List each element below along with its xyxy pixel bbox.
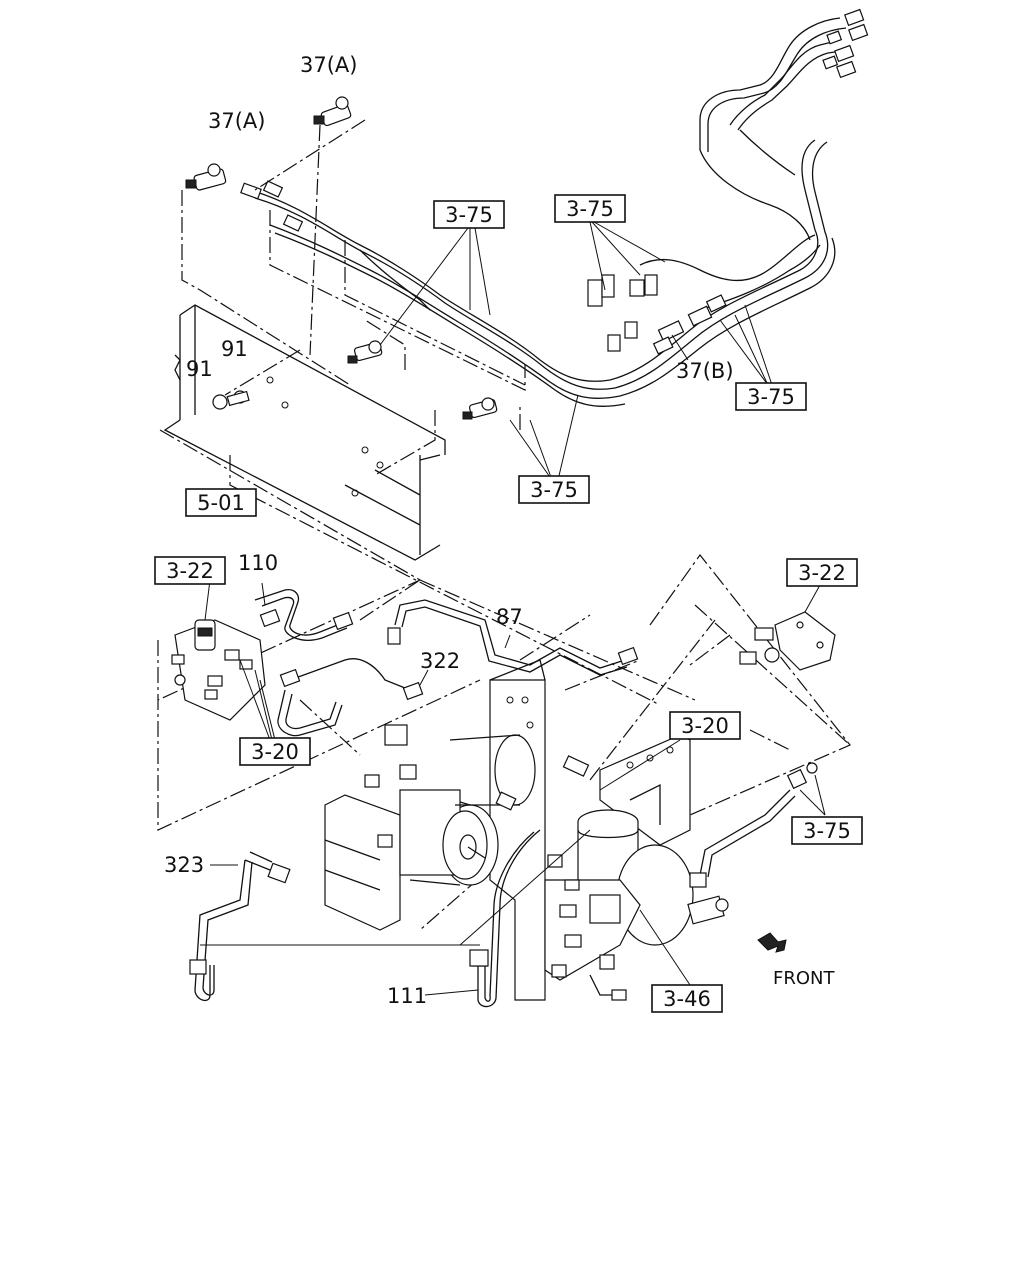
- callout-3-75-center: 3-75: [518, 475, 590, 504]
- label-110: 110: [238, 551, 278, 575]
- svg-text:3-22: 3-22: [166, 559, 214, 583]
- svg-text:3-75: 3-75: [530, 478, 578, 502]
- label-37a-left: 37(A): [208, 109, 265, 133]
- label-111: 111: [387, 984, 427, 1008]
- fitting-37a-top: [313, 96, 352, 127]
- svg-text:3-46: 3-46: [663, 987, 711, 1011]
- callout-3-75-lower-right: 3-75: [791, 816, 863, 845]
- upper-pipe-bundle: [249, 8, 869, 407]
- front-arrow-icon: [757, 932, 787, 953]
- valve-3-22-right: [739, 611, 836, 671]
- svg-text:3-75: 3-75: [445, 203, 493, 227]
- label-37a-top: 37(A): [300, 53, 357, 77]
- fitting-37a-left: [185, 163, 304, 232]
- callout-3-20-right: 3-20: [669, 711, 741, 740]
- callout-3-75-top-center: 3-75: [433, 200, 505, 229]
- pipe-110: [254, 589, 354, 641]
- callout-3-46: 3-46: [651, 984, 723, 1013]
- svg-text:3-20: 3-20: [251, 740, 299, 764]
- pipe-322-loop: [277, 658, 424, 737]
- label-323: 323: [164, 853, 204, 877]
- callout-3-22-right: 3-22: [786, 558, 858, 587]
- callout-3-22-left: 3-22: [154, 556, 226, 585]
- svg-text:3-20: 3-20: [681, 714, 729, 738]
- leaders-callout-lines-top: [379, 221, 773, 481]
- frame-rail-5-01: [163, 304, 446, 561]
- callout-3-20-left: 3-20: [239, 737, 311, 766]
- fittings-3-75-cluster: [587, 274, 727, 355]
- label-322: 322: [420, 649, 460, 673]
- svg-text:3-75: 3-75: [747, 385, 795, 409]
- label-front: FRONT: [773, 968, 835, 989]
- leaders-callout-lines-lower: [204, 579, 826, 996]
- svg-text:3-75: 3-75: [566, 197, 614, 221]
- callout-3-75-top-right: 3-75: [554, 194, 626, 223]
- nut-91-pair: [212, 390, 250, 410]
- label-87: 87: [496, 605, 523, 629]
- valve-3-22-left: [171, 619, 266, 721]
- fitting-center-lower: [462, 397, 498, 420]
- pipe-end-fittings-top-right: [822, 8, 869, 79]
- pipe-111: [469, 829, 541, 1008]
- svg-text:3-75: 3-75: [803, 819, 851, 843]
- label-91-upper: 91: [221, 337, 248, 361]
- svg-text:5-01: 5-01: [197, 491, 245, 515]
- fitting-center-upper: [347, 340, 383, 364]
- callout-5-01: 5-01: [185, 488, 257, 517]
- pipe-87: [387, 599, 639, 676]
- svg-text:3-22: 3-22: [798, 561, 846, 585]
- callout-3-75-right: 3-75: [735, 382, 807, 411]
- compressor-dryer-assembly: [324, 659, 818, 1001]
- label-91-lower: 91: [186, 357, 213, 381]
- leader-lines-top: [181, 119, 526, 476]
- label-37b: 37(B): [676, 359, 734, 383]
